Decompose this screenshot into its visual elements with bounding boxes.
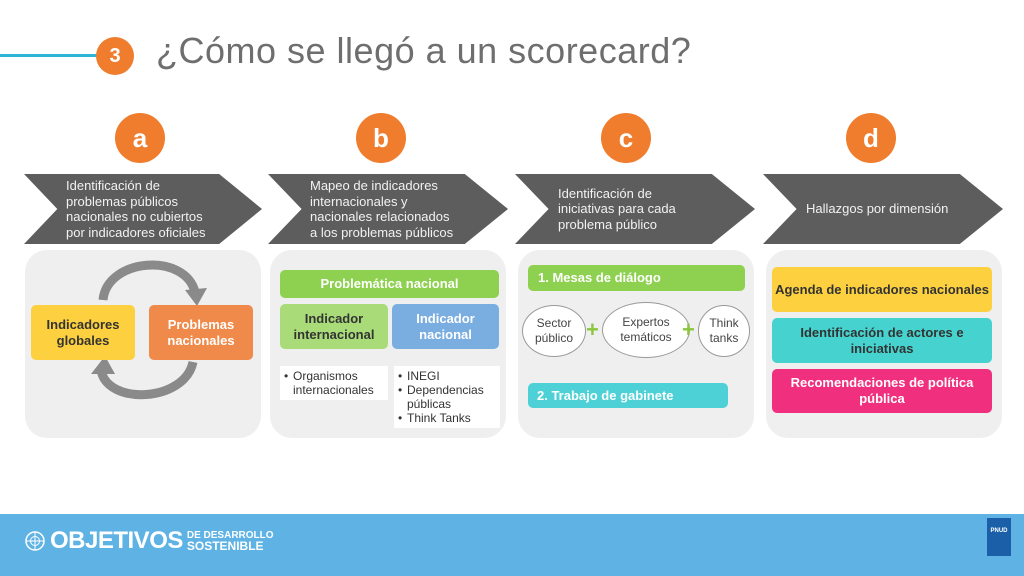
step-d-circle: d — [846, 113, 896, 163]
plus-icon: + — [682, 317, 695, 342]
recomendaciones-politica-box: Recomendaciones de política pública — [772, 369, 992, 413]
panel-c: 1. Mesas de diálogo Sector público + Exp… — [518, 250, 754, 438]
step-d-text: Hallazgos por dimensión — [806, 201, 949, 217]
think-tanks-ellipse: Think tanks — [698, 305, 750, 357]
list-item: Dependencias públicas — [398, 383, 496, 411]
problematica-nacional-box: Problemática nacional — [280, 270, 499, 298]
expertos-tematicos-ellipse: Expertos temáticos — [602, 302, 690, 358]
indicadores-globales-box: Indicadores globales — [31, 305, 135, 360]
list-item: Organismos internacionales — [284, 369, 384, 397]
list-item: Think Tanks — [398, 411, 496, 425]
panel-a: Indicadores globales Problemas nacionale… — [25, 250, 261, 438]
panel-b: Problemática nacional Indicador internac… — [270, 250, 506, 438]
sdg-subtitle-line2: SOSTENIBLE — [186, 539, 264, 553]
indicador-nacional-box: Indicador nacional — [392, 304, 499, 349]
step-c-text: Identificación de iniciativas para cada … — [558, 185, 676, 232]
step-b-circle: b — [356, 113, 406, 163]
cycle-arrows-icon — [91, 260, 207, 400]
identificacion-actores-box: Identificación de actores e iniciativas — [772, 318, 992, 363]
step-a-text: Identificación de problemas públicos nac… — [66, 178, 206, 240]
list-item: INEGI — [398, 369, 496, 383]
step-a-chevron: Identificación de problemas públicos nac… — [24, 174, 262, 244]
sdg-subtitle: DE DESARROLLO SOSTENIBLE — [187, 530, 274, 552]
problemas-nacionales-box: Problemas nacionales — [149, 305, 253, 360]
step-c-chevron: Identificación de iniciativas para cada … — [515, 174, 755, 244]
step-b-text: Mapeo de indicadores internacionales y n… — [310, 178, 454, 240]
mesas-de-dialogo-box: 1. Mesas de diálogo — [528, 265, 745, 291]
national-sources-list: INEGI Dependencias públicas Think Tanks — [394, 366, 500, 428]
agenda-indicadores-box: Agenda de indicadores nacionales — [772, 267, 992, 312]
footer-bar — [0, 514, 1024, 576]
trabajo-de-gabinete-box: 2. Trabajo de gabinete — [528, 383, 728, 408]
indicador-internacional-box: Indicador internacional — [280, 304, 388, 349]
undp-logo: PNUD — [987, 518, 1011, 556]
step-b-chevron: Mapeo de indicadores internacionales y n… — [268, 174, 508, 244]
un-emblem-icon — [25, 531, 45, 551]
sdg-brand-text: OBJETIVOS — [50, 527, 183, 554]
slide-number-badge: 3 — [96, 37, 134, 75]
step-a-circle: a — [115, 113, 165, 163]
page-title: ¿Cómo se llegó a un scorecard? — [156, 30, 692, 71]
international-sources-list: Organismos internacionales — [280, 366, 388, 400]
plus-icon: + — [586, 317, 599, 342]
header-accent-line — [0, 54, 100, 57]
panel-d: Agenda de indicadores nacionales Identif… — [766, 250, 1002, 438]
sdg-logo: OBJETIVOS DE DESARROLLO SOSTENIBLE — [24, 527, 274, 555]
step-c-circle: c — [601, 113, 651, 163]
step-d-chevron: Hallazgos por dimensión — [763, 174, 1003, 244]
sector-publico-ellipse: Sector público — [522, 305, 586, 357]
sdg-subtitle-line1: DE DESARROLLO — [186, 530, 274, 541]
